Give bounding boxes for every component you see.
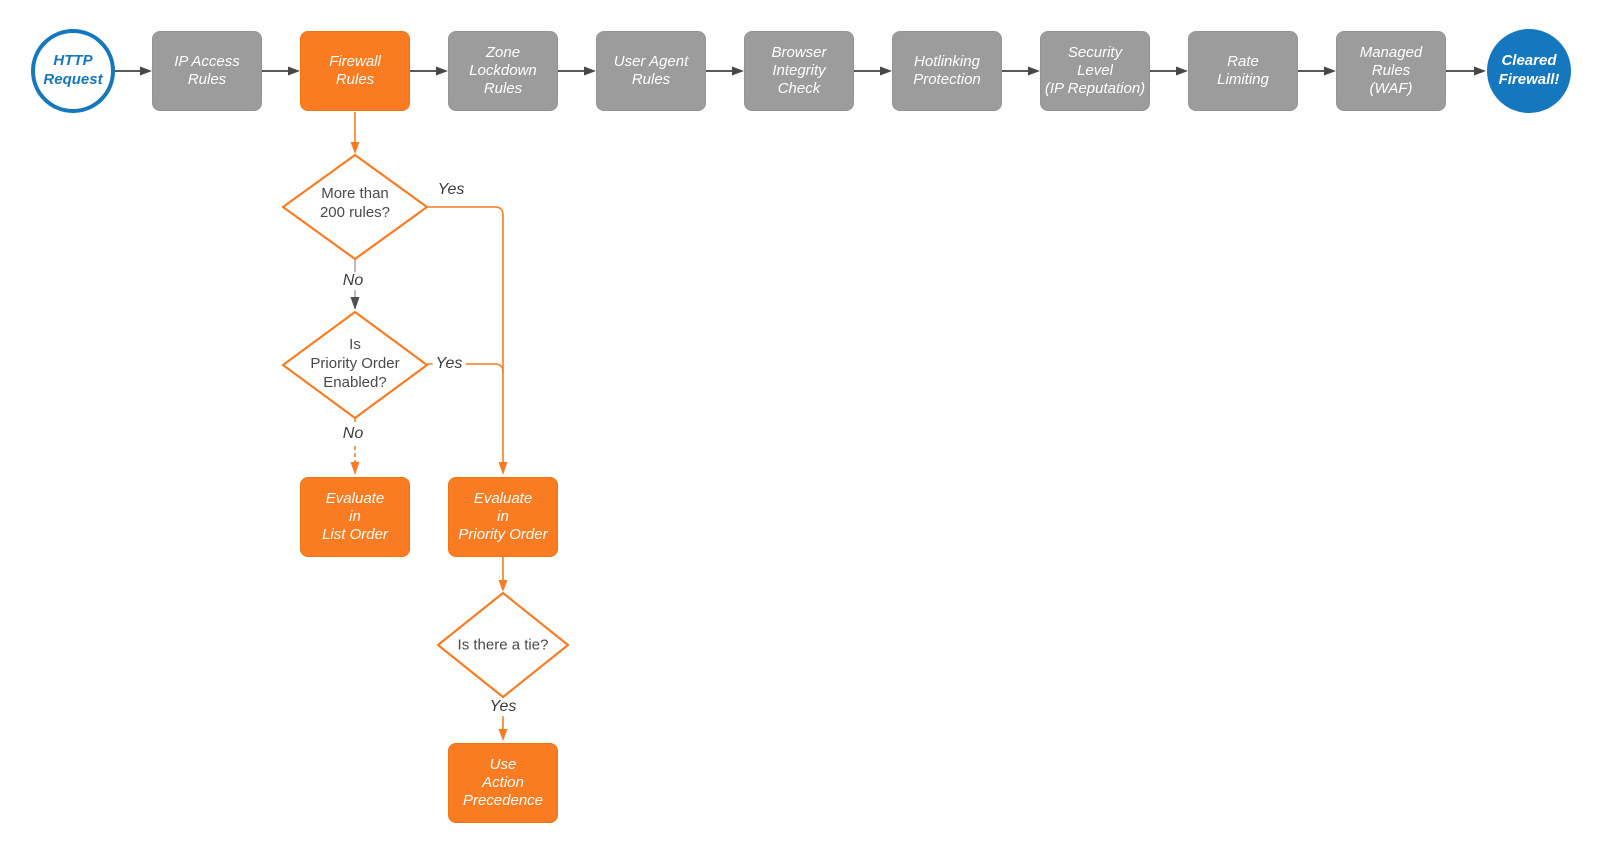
process-evaluate-list-order: Evaluate in List Order [300,477,410,557]
process-user-agent-rules: User Agent Rules [596,31,706,111]
decision-text-priority-order-enabled: Is Priority Order Enabled? [310,336,400,392]
decision-more-than-200-rules [281,153,429,261]
process-hotlinking-protection: Hotlinking Protection [892,31,1002,111]
edge-yes-200rules [427,206,504,462]
edge-yes-priority [427,363,504,373]
decision-text-more-than-200-rules: More than 200 rules? [319,184,391,221]
process-security-level: Security Level (IP Reputation) [1040,31,1150,111]
decision-text-is-there-a-tie: Is there a tie? [457,636,549,654]
process-use-action-precedence: Use Action Precedence [448,743,558,823]
process-browser-integrity-check: Browser Integrity Check [744,31,854,111]
pipeline-arrowheads [140,66,1486,76]
edge-label-yes-tie: Yes [486,698,520,716]
end-node-cleared-firewall: Cleared Firewall! [1487,29,1571,113]
process-evaluate-priority-order: Evaluate in Priority Order [448,477,558,557]
process-managed-rules-waf: Managed Rules (WAF) [1336,31,1446,111]
decision-is-there-a-tie [436,591,570,699]
edge-label-no-200rules: No [339,272,367,290]
process-zone-lockdown-rules: Zone Lockdown Rules [448,31,558,111]
edge-label-yes-200rules: Yes [434,181,468,199]
process-rate-limiting: Rate Limiting [1188,31,1298,111]
edge-label-yes-priority: Yes [432,355,466,373]
process-ip-access-rules: IP Access Rules [152,31,262,111]
edge-label-no-priority: No [339,425,367,443]
decision-priority-order-enabled [281,310,429,420]
start-node-http-request: HTTP Request [31,29,115,113]
process-firewall-rules: Firewall Rules [300,31,410,111]
